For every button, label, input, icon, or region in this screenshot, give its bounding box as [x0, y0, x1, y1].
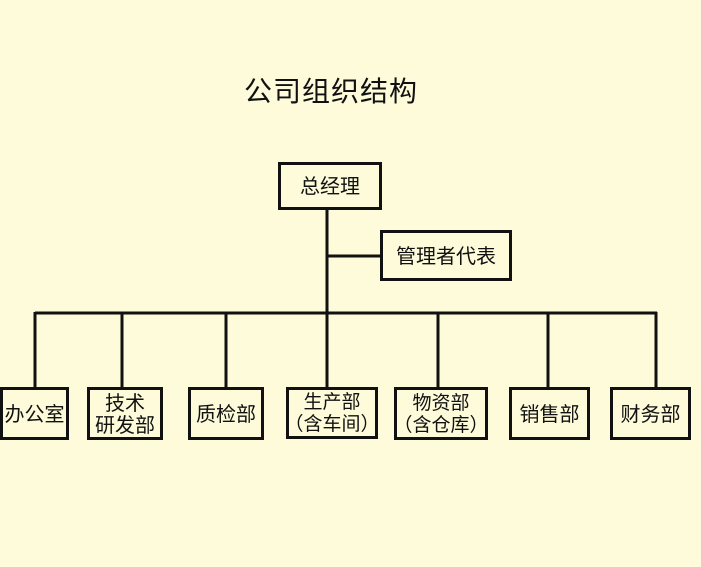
node-management-representative: 管理者代表 — [380, 230, 512, 281]
node-management-representative-label: 管理者代表 — [396, 243, 496, 268]
node-general-manager-label: 总经理 — [300, 174, 360, 198]
node-supplies-label-line1: 物资部 — [412, 391, 470, 414]
node-office-label: 办公室 — [4, 401, 65, 426]
node-office: 办公室 — [0, 387, 69, 440]
node-supplies-label-line2: （含仓库） — [394, 413, 488, 436]
node-tech-rd-label-line2: 研发部 — [95, 412, 155, 437]
node-tech-rd-label-line1: 技术 — [105, 390, 145, 415]
node-sales: 销售部 — [509, 387, 590, 440]
node-production-label-line1: 生产部 — [303, 391, 361, 413]
chart-title: 公司组织结构 — [243, 75, 418, 108]
node-quality-inspection: 质检部 — [188, 387, 264, 440]
node-quality-inspection-label: 质检部 — [196, 401, 256, 426]
node-finance: 财务部 — [610, 387, 691, 440]
node-sales-label: 销售部 — [519, 401, 580, 426]
node-production: 生产部 （含车间） — [286, 387, 378, 439]
node-finance-label: 财务部 — [620, 401, 681, 426]
node-supplies: 物资部 （含仓库） — [394, 387, 488, 440]
node-production-label-line2: （含车间） — [286, 413, 378, 435]
node-tech-rd: 技术 研发部 — [87, 387, 163, 440]
node-general-manager: 总经理 — [278, 162, 382, 210]
